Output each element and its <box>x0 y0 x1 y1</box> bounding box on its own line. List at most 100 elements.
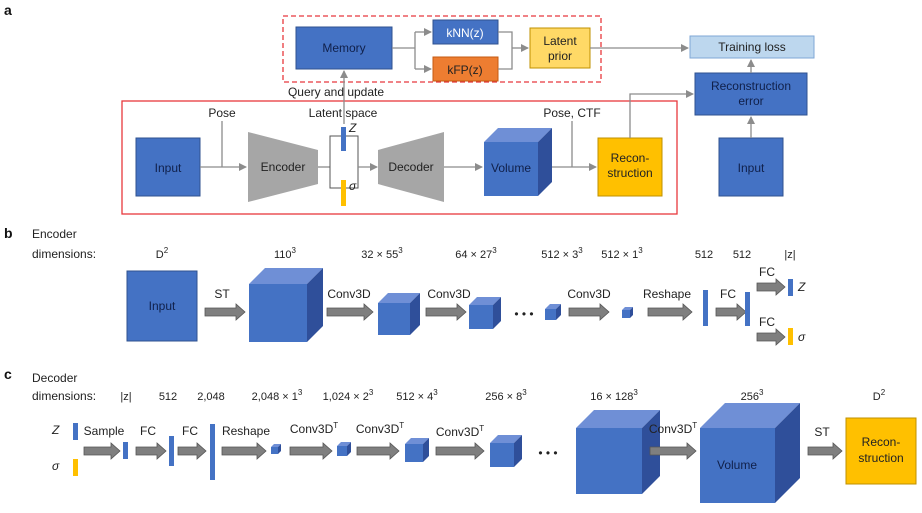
decoder-volume-cube-side <box>775 403 800 503</box>
kfp-label: kFP(z) <box>447 63 482 77</box>
knn-label: kNN(z) <box>446 26 483 40</box>
latent-prior-box <box>529 27 591 69</box>
decoder-cube-16x128 <box>576 410 660 494</box>
decoder-op-fc-1: FC <box>140 424 156 438</box>
decoder-dims-title-2: dimensions: <box>32 389 96 403</box>
query-update-label: Query and update <box>288 85 384 99</box>
encoder-dims-title-1: Encoder <box>32 227 77 241</box>
recon-error-label-2: error <box>738 94 763 108</box>
encoder-dim-0: D2 <box>156 246 169 261</box>
input2-box <box>718 137 784 197</box>
vae-solid-box <box>121 100 678 215</box>
decoder-volume-cube-front <box>700 428 775 503</box>
decoder-arrow-fc2 <box>177 442 207 460</box>
encoder-op-conv3d-1: Conv3D <box>327 287 371 301</box>
decoder-shape <box>378 132 444 202</box>
encoder-op-st: ST <box>214 287 230 301</box>
z-bar <box>341 127 346 151</box>
encoder-vector-512-a <box>703 290 708 326</box>
decoder-dim-4: 1,024 × 23 <box>323 388 374 403</box>
decoder-ellipsis: • • • <box>538 446 557 460</box>
decoder-dim-8: 2563 <box>741 388 764 403</box>
volume-cube-top <box>484 128 552 142</box>
decoder-dim-9: D2 <box>873 388 886 403</box>
decoder-vector-512 <box>169 436 174 466</box>
arrow-recon-to-error <box>629 90 694 138</box>
z-label: Z <box>348 121 357 135</box>
decoder-dim-2: 2,048 <box>197 391 225 403</box>
decoder-reconstruction-box <box>845 417 917 485</box>
pose-ctf-label: Pose, CTF <box>543 106 600 120</box>
encoder-dim-4: 512 × 33 <box>541 246 583 261</box>
latent-prior-label-1: Latent <box>543 34 577 48</box>
encoder-label: Encoder <box>261 160 306 174</box>
encoder-dim-6: 512 <box>695 249 713 261</box>
encoder-z-bar <box>788 279 793 296</box>
panel-b-letter: b <box>4 225 13 241</box>
decoder-dim-5: 512 × 43 <box>396 388 438 403</box>
decoder-recon-label-1: Recon- <box>862 435 901 449</box>
encoder-arrow-conv1 <box>326 303 374 321</box>
encoder-arrow-conv2 <box>425 303 467 321</box>
decoder-arrow-reshape <box>221 442 267 460</box>
encoder-dim-5: 512 × 13 <box>601 246 643 261</box>
encoder-vector-512-b <box>745 292 750 326</box>
encoder-cube-32x55 <box>378 293 420 335</box>
decoder-op-conv3dt-2: Conv3DT <box>356 421 404 436</box>
decoder-dim-0: |z| <box>120 391 131 403</box>
volume-label: Volume <box>491 161 531 175</box>
encoder-arrow-fc-sigma <box>756 328 786 346</box>
encoder-op-fc-sigma: FC <box>759 315 775 329</box>
encoder-arrow-reshape <box>647 303 693 321</box>
encoder-z-label: Z <box>797 280 806 294</box>
recon-label-2: struction <box>607 166 652 180</box>
decoder-cube-1024x2 <box>337 442 351 456</box>
encoder-dim-2: 32 × 553 <box>361 246 403 261</box>
encoder-cube-64x27 <box>469 297 501 329</box>
decoder-dim-1: 512 <box>159 391 177 403</box>
encoder-dim-7: 512 <box>733 249 751 261</box>
encoder-shape <box>248 132 318 202</box>
decoder-label: Decoder <box>388 160 433 174</box>
decoder-dim-6: 256 × 83 <box>485 388 527 403</box>
encoder-cube-110 <box>249 268 323 342</box>
decoder-volume-label: Volume <box>717 458 757 472</box>
encoder-dim-8: |z| <box>784 249 795 261</box>
decoder-op-st: ST <box>814 425 830 439</box>
sigma-label: σ <box>349 179 357 193</box>
decoder-vector-2048 <box>210 424 215 480</box>
encoder-arrow-st <box>204 303 246 321</box>
merge-line <box>498 31 513 70</box>
training-loss-label: Training loss <box>718 40 786 54</box>
input-label: Input <box>155 161 182 175</box>
memory-box <box>295 26 393 70</box>
encoder-op-fc-z: FC <box>759 265 775 279</box>
panel-a-letter: a <box>4 2 12 18</box>
encoder-sigma-bar <box>788 328 793 345</box>
latent-prior-label-2: prior <box>548 49 572 63</box>
decoder-arrow-convt1 <box>289 442 333 460</box>
decoder-op-reshape: Reshape <box>222 424 270 438</box>
decoder-arrow-convt2 <box>356 442 400 460</box>
input-box <box>135 137 201 197</box>
sigma-bar <box>341 180 346 206</box>
decoder-vector-z <box>123 442 128 459</box>
encoder-input-box <box>126 270 198 342</box>
decoder-op-sample: Sample <box>84 424 125 438</box>
decoder-cube-512x4 <box>405 438 429 462</box>
encoder-op-fc-1: FC <box>720 287 736 301</box>
encoder-arrow-fc1 <box>715 303 747 321</box>
latent-space-label: Latent space <box>309 106 378 120</box>
knn-box <box>432 19 499 45</box>
decoder-arrow-sample <box>83 442 121 460</box>
decoder-arrow-convt4 <box>649 442 697 460</box>
decoder-sigma-bar <box>73 459 78 476</box>
decoder-dims-title-1: Decoder <box>32 371 77 385</box>
decoder-arrow-fc1 <box>135 442 167 460</box>
decoder-z-bar <box>73 423 78 440</box>
